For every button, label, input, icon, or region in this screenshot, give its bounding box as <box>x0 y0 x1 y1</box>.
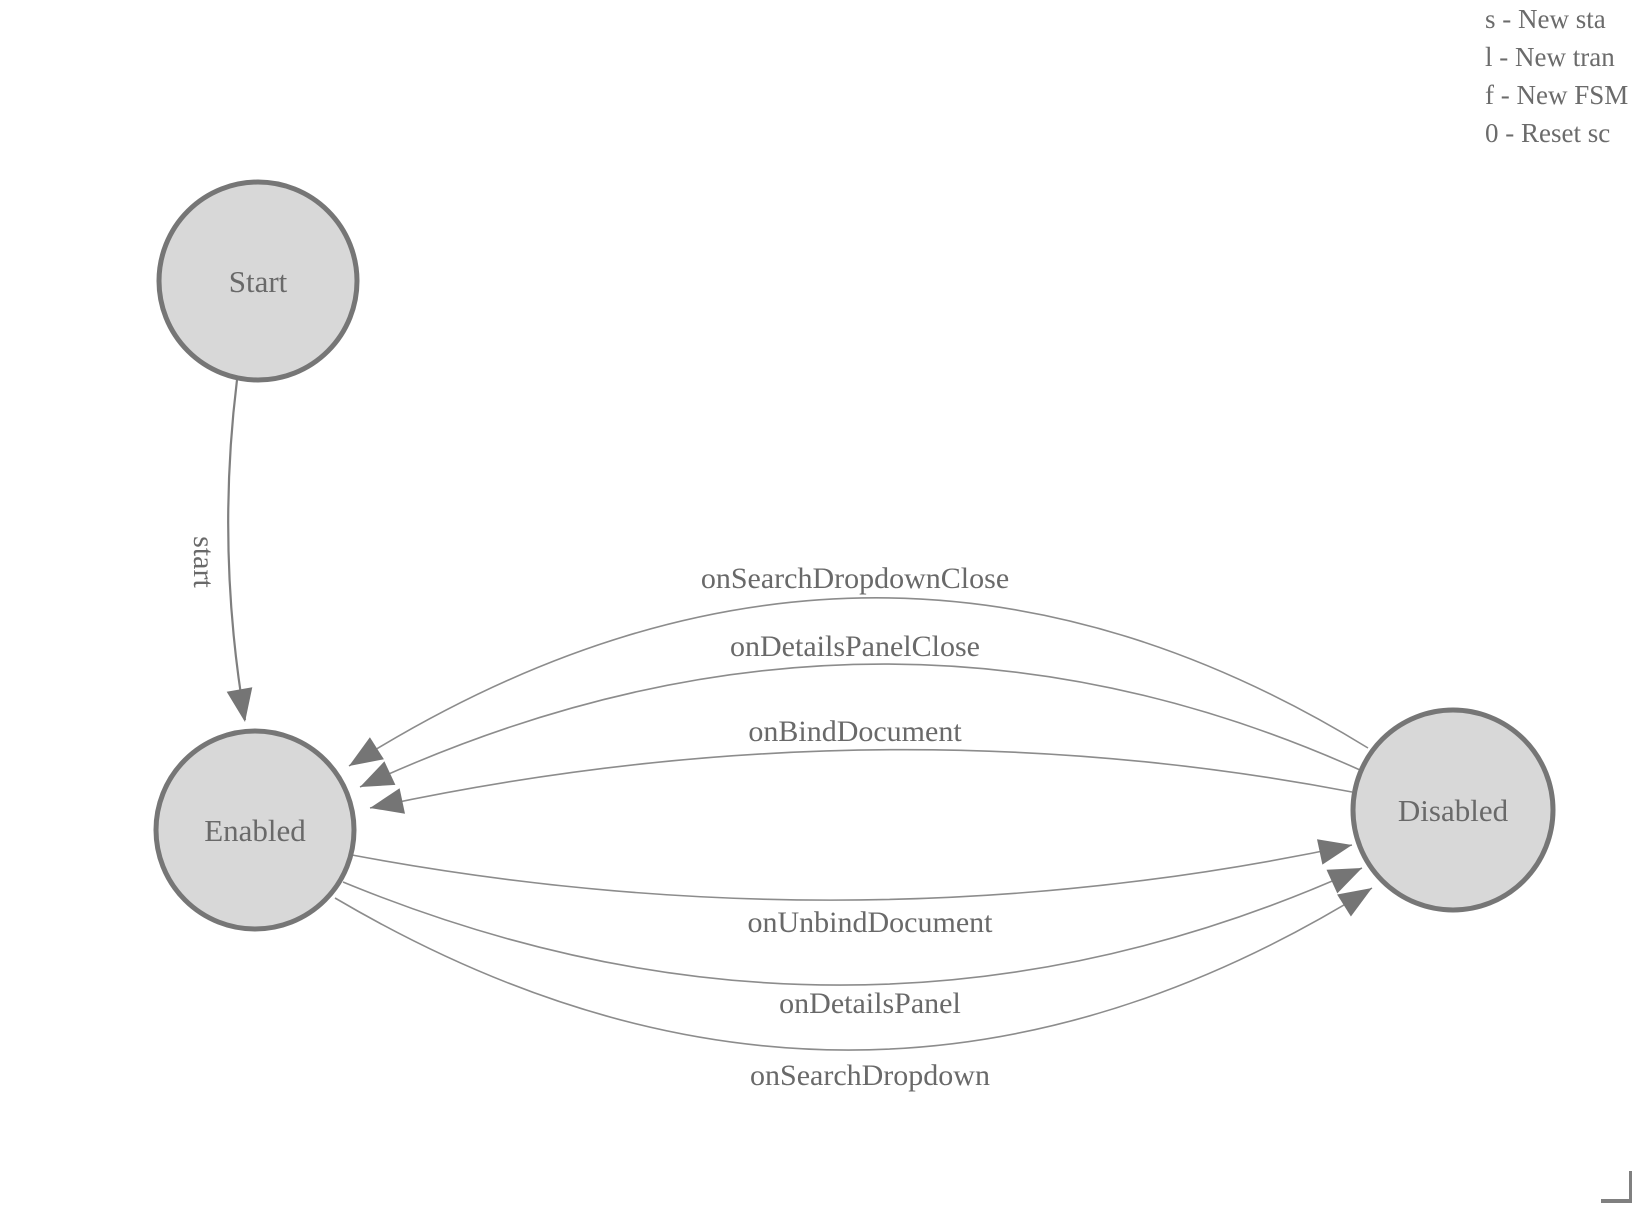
arrowhead-icon <box>1317 839 1352 865</box>
legend-line: f - New FSM <box>1485 80 1629 110</box>
state-label-enabled: Enabled <box>204 813 306 848</box>
state-start[interactable] <box>156 179 360 383</box>
edge-onDetailsPanelClose[interactable] <box>359 663 1361 788</box>
edge-label-onDetailsPanel: onDetailsPanel <box>779 987 961 1020</box>
arrowhead-icon <box>360 761 396 787</box>
legend-line: l - New tran <box>1485 42 1615 72</box>
arrowhead-icon <box>370 788 405 814</box>
edge-label-onUnbindDocument: onUnbindDocument <box>748 906 994 939</box>
edge-onSearchDropdown[interactable] <box>334 887 1373 1051</box>
edge-onSearchDropdownClose[interactable] <box>348 597 1369 767</box>
arrowhead-icon <box>1337 888 1372 917</box>
arrowhead-icon <box>349 737 384 766</box>
panel-corner <box>1601 1171 1632 1203</box>
edge-onUnbindDocument[interactable] <box>351 844 1353 901</box>
edge-onBindDocument[interactable] <box>369 748 1353 809</box>
edge-label-start: start <box>187 536 220 588</box>
state-label-disabled: Disabled <box>1398 793 1509 828</box>
legend-line: 0 - Reset sc <box>1485 118 1611 148</box>
state-disabled[interactable] <box>1350 707 1556 913</box>
arrowhead-icon <box>1326 868 1362 894</box>
legend-line: s - New sta <box>1485 4 1606 34</box>
edge-label-onDetailsPanelClose: onDetailsPanelClose <box>730 630 980 663</box>
edge-start-to-enabled[interactable] <box>227 379 247 721</box>
edge-label-onSearchDropdown: onSearchDropdown <box>750 1059 990 1092</box>
arrowhead-icon <box>226 687 253 722</box>
edge-label-onBindDocument: onBindDocument <box>748 715 962 748</box>
edge-label-onSearchDropdownClose: onSearchDropdownClose <box>701 562 1009 595</box>
state-label-start: Start <box>229 264 288 299</box>
state-enabled[interactable] <box>153 728 357 932</box>
edge-onDetailsPanel[interactable] <box>342 867 1363 986</box>
shortcut-legend: s - New sta l - New tran f - New FSM 0 -… <box>1485 0 1628 152</box>
